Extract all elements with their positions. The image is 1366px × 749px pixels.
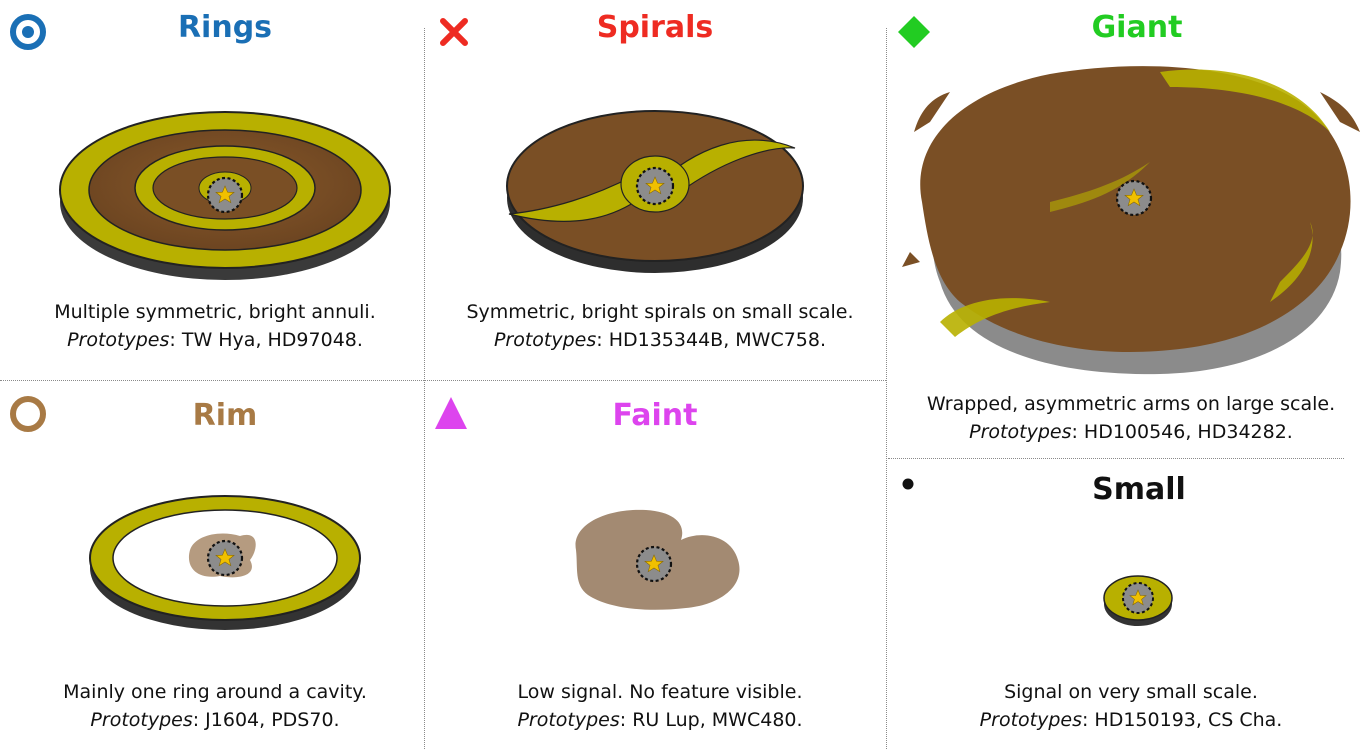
rim-caption: Mainly one ring around a cavity. Prototy…: [10, 678, 420, 734]
small-description: Signal on very small scale.: [896, 678, 1366, 706]
small-disk-illustration: [1100, 570, 1180, 630]
small-caption: Signal on very small scale. Prototypes: …: [896, 678, 1366, 734]
rings-prototypes: Prototypes: TW Hya, HD97048.: [10, 326, 420, 354]
spirals-title: Spirals: [560, 10, 750, 45]
faint-caption: Low signal. No feature visible. Prototyp…: [435, 678, 885, 734]
rings-description: Multiple symmetric, bright annuli.: [10, 298, 420, 326]
column-divider-2: [886, 28, 887, 749]
small-prototypes: Prototypes: HD150193, CS Cha.: [896, 706, 1366, 734]
open-circle-icon: [8, 394, 48, 434]
diamond-icon: [896, 14, 932, 50]
rings-title: Rings: [130, 10, 320, 45]
rim-description: Mainly one ring around a cavity.: [10, 678, 420, 706]
small-title: Small: [1044, 472, 1234, 507]
rim-prototypes: Prototypes: J1604, PDS70.: [10, 706, 420, 734]
rings-caption: Multiple symmetric, bright annuli. Proto…: [10, 298, 420, 354]
row-divider-right: [888, 458, 1344, 459]
spirals-disk-illustration: [495, 88, 815, 288]
faint-title: Faint: [560, 398, 750, 433]
faint-disk-illustration: [556, 500, 756, 620]
giant-prototypes: Prototypes: HD100546, HD34282.: [896, 418, 1366, 446]
rim-title: Rim: [130, 398, 320, 433]
faint-description: Low signal. No feature visible.: [435, 678, 885, 706]
spirals-caption: Symmetric, bright spirals on small scale…: [435, 298, 885, 354]
triangle-icon: [432, 394, 470, 432]
rings-disk-illustration: [25, 90, 425, 300]
rim-disk-illustration: [80, 480, 370, 640]
dot-icon: [898, 474, 918, 494]
row-divider-left: [0, 380, 886, 381]
spirals-description: Symmetric, bright spirals on small scale…: [435, 298, 885, 326]
giant-caption: Wrapped, asymmetric arms on large scale.…: [896, 390, 1366, 446]
target-circle-icon: [8, 12, 48, 52]
giant-title: Giant: [1042, 10, 1232, 45]
giant-disk-illustration: [900, 52, 1360, 382]
x-cross-icon: [436, 14, 472, 50]
faint-prototypes: Prototypes: RU Lup, MWC480.: [435, 706, 885, 734]
spirals-prototypes: Prototypes: HD135344B, MWC758.: [435, 326, 885, 354]
giant-description: Wrapped, asymmetric arms on large scale.: [896, 390, 1366, 418]
